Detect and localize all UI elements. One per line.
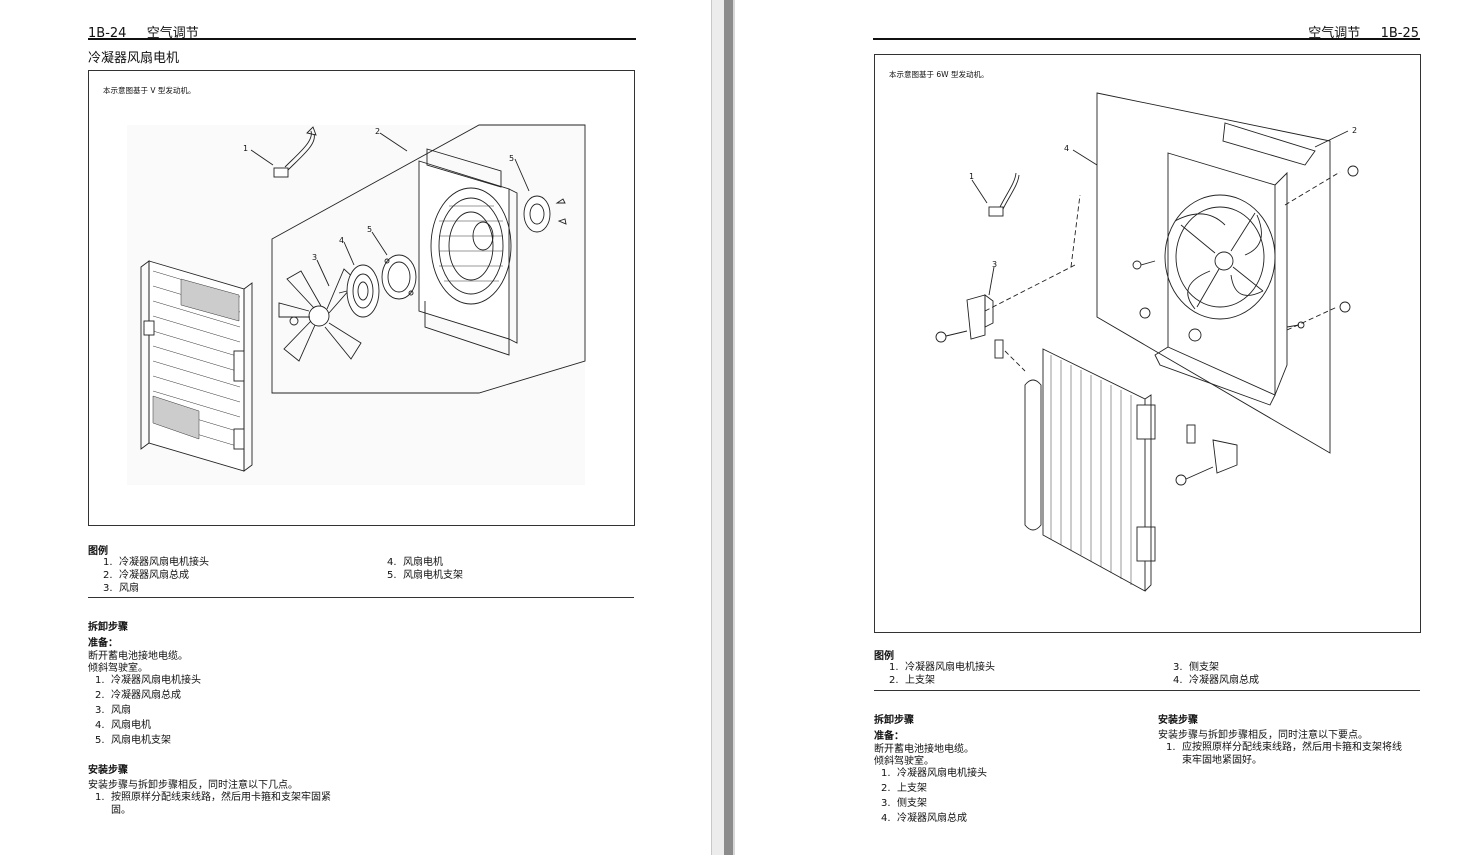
callout-2: 2 [1352, 126, 1357, 135]
exploded-diagram-right: 本示意图基于 6W 型发动机。 [874, 54, 1421, 633]
legend-col1: 1.冷凝器风扇电机接头 2.冷凝器风扇总成 3.风扇 [103, 556, 209, 595]
removal-steps: 1.冷凝器风扇电机接头 2.冷凝器风扇总成 3.风扇 4.风扇电机 5.风扇电机… [95, 673, 201, 748]
list-item: 4.风扇电机 [95, 720, 151, 731]
prep-label: 准备： [874, 731, 904, 742]
list-item: 2.冷凝器风扇总成 [95, 690, 181, 701]
legend-item: 2.上支架 [889, 675, 935, 686]
page-header-left: 1B-24 空气调节 [88, 22, 199, 41]
install-intro: 安装步骤与拆卸步骤相反，同时注意以下要点。 [1158, 730, 1368, 741]
legend-rule [88, 597, 634, 598]
install-step: 1.应按照原样分配线束线路，然后用卡箍和支架将线 束牢固地紧固好。 [1166, 742, 1402, 766]
prep-line: 断开蓄电池接地电缆。 [874, 744, 974, 755]
removal-title: 拆卸步骤 [88, 622, 128, 633]
exploded-diagram-left: 本示意图基于 V 型发动机。 [88, 70, 635, 526]
legend-rule [874, 690, 1420, 691]
list-item: 3.侧支架 [881, 798, 927, 809]
callout-5b: 5 [509, 154, 514, 163]
left-page: 1B-24 空气调节 冷凝器风扇电机 本示意图基于 V 型发动机。 [0, 0, 711, 855]
diagram-drawing-right: 1 2 3 4 [935, 92, 1359, 592]
legend-item: 3.风扇 [103, 583, 139, 594]
page-number: 1B-25 [1380, 26, 1419, 41]
list-item: 5.风扇电机支架 [95, 735, 171, 746]
callout-3: 3 [312, 253, 317, 262]
callout-2: 2 [375, 127, 380, 136]
install-title: 安装步骤 [88, 765, 128, 776]
connector-part [988, 172, 1020, 217]
legend-item: 4.风扇电机 [387, 557, 443, 568]
callout-1: 1 [969, 172, 974, 181]
prep-line: 倾斜驾驶室。 [874, 756, 934, 767]
legend-item: 3.侧支架 [1173, 662, 1219, 673]
callout-1: 1 [243, 144, 248, 153]
callout-5a: 5 [367, 225, 372, 234]
removal-title: 拆卸步骤 [874, 715, 914, 726]
diagram-drawing-left: 1 2 3 4 5 5 [127, 124, 586, 485]
condenser-part [140, 260, 253, 472]
prep-line: 倾斜驾驶室。 [88, 663, 148, 674]
header-rule [88, 38, 636, 40]
legend-item: 1.冷凝器风扇电机接头 [103, 557, 209, 568]
connector-part [273, 126, 317, 178]
right-page: 空气调节 1B-25 本示意图基于 6W 型发动机。 [735, 0, 1471, 855]
figure-note: 本示意图基于 6W 型发动机。 [889, 70, 989, 79]
install-step: 1.按照原样分配线束线路，然后用卡箍和支架牢固紧 固。 [95, 792, 331, 816]
legend-item: 2.冷凝器风扇总成 [103, 570, 189, 581]
chapter-title: 空气调节 [146, 26, 199, 41]
fan-part [278, 268, 362, 362]
list-item: 1.冷凝器风扇电机接头 [881, 768, 987, 779]
legend-item: 5.风扇电机支架 [387, 570, 463, 581]
install-intro: 安装步骤与拆卸步骤相反，同时注意以下几点。 [88, 780, 298, 791]
page-gutter [711, 0, 725, 855]
chapter-title: 空气调节 [1308, 26, 1361, 41]
condenser-part [1024, 348, 1156, 592]
legend-col1: 1.冷凝器风扇电机接头 2.上支架 [889, 661, 995, 687]
motor-part [338, 264, 380, 318]
page-number: 1B-24 [88, 26, 127, 41]
motor-bracket-part [381, 254, 417, 300]
legend-col2: 3.侧支架 4.冷凝器风扇总成 [1173, 661, 1259, 687]
removal-steps: 1.冷凝器风扇电机接头 2.上支架 3.侧支架 4.冷凝器风扇总成 [881, 766, 987, 826]
page-header-right: 空气调节 1B-25 [1308, 22, 1419, 41]
fan-shroud-part [418, 148, 518, 356]
figure-note: 本示意图基于 V 型发动机。 [103, 86, 196, 95]
callout-4: 4 [1064, 144, 1069, 153]
list-item: 4.冷凝器风扇总成 [881, 813, 967, 824]
install-title: 安装步骤 [1158, 715, 1198, 726]
legend-item: 1.冷凝器风扇电机接头 [889, 662, 995, 673]
legend-title: 图例 [874, 651, 894, 662]
legend-title: 图例 [88, 546, 108, 557]
lower-bracket-part [1175, 424, 1238, 486]
list-item: 3.风扇 [95, 705, 131, 716]
bolts-part [1132, 165, 1359, 329]
side-bracket-part [935, 294, 1004, 359]
section-title: 冷凝器风扇电机 [88, 51, 180, 66]
page-gutter [733, 0, 735, 855]
callout-3: 3 [992, 260, 997, 269]
callout-4: 4 [339, 236, 344, 245]
page-gutter-divider [724, 0, 733, 855]
header-rule [873, 38, 1420, 40]
list-item: 2.上支架 [881, 783, 927, 794]
list-item: 1.冷凝器风扇电机接头 [95, 675, 201, 686]
prep-label: 准备： [88, 638, 118, 649]
prep-line: 断开蓄电池接地电缆。 [88, 651, 188, 662]
rear-bracket-part [523, 195, 567, 233]
fan-assembly-part [1154, 122, 1316, 406]
legend-col2: 4.风扇电机 5.风扇电机支架 [387, 556, 463, 582]
legend-item: 4.冷凝器风扇总成 [1173, 675, 1259, 686]
